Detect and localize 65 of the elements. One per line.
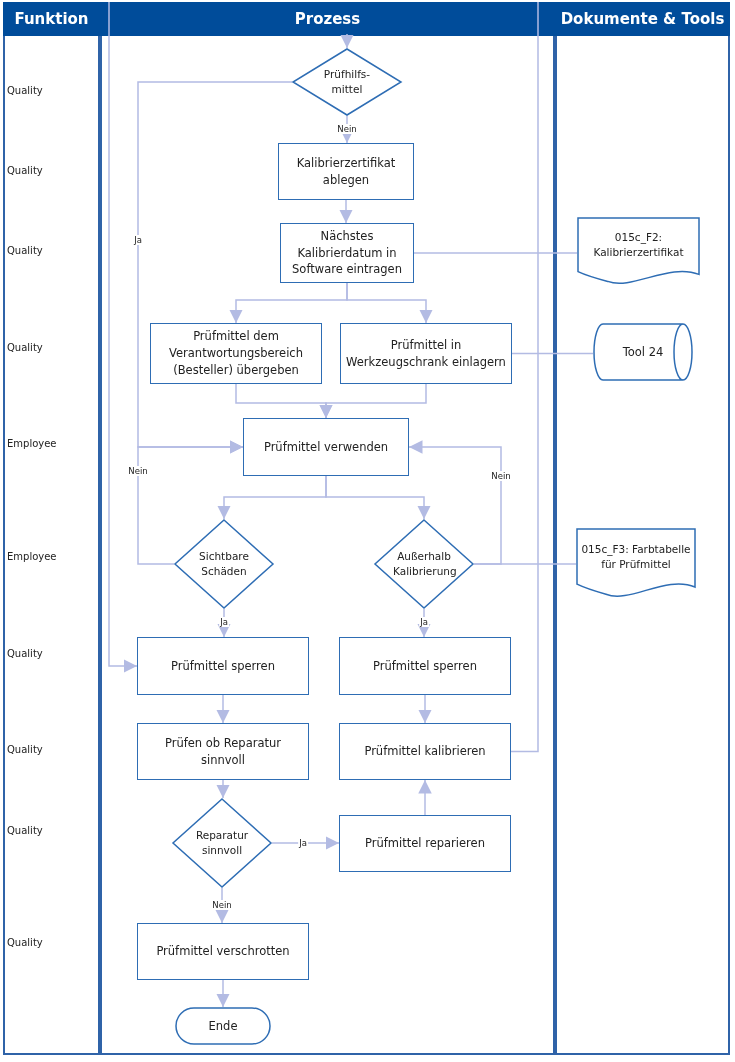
edge-label: Ja bbox=[133, 235, 143, 245]
process-box: Kalibrierzertifikat ablegen bbox=[278, 143, 414, 200]
decision-diamond: Reparatur sinnvoll bbox=[172, 798, 272, 888]
edge-label: Ja bbox=[219, 617, 229, 627]
connector-line bbox=[473, 563, 577, 565]
lane-label: Quality bbox=[7, 648, 43, 659]
arrow bbox=[408, 440, 502, 565]
document-shape: 015c_F2: Kalibrierzertifikat bbox=[577, 217, 700, 287]
edge-label: Nein bbox=[211, 900, 233, 910]
lane-label: Quality bbox=[7, 744, 43, 755]
edge-label: Nein bbox=[490, 471, 512, 481]
arrow bbox=[325, 475, 431, 520]
connector-line bbox=[413, 252, 578, 254]
lane-label: Quality bbox=[7, 342, 43, 353]
process-box: Prüfmittel reparieren bbox=[339, 815, 511, 872]
column-header: Funktion bbox=[3, 2, 100, 36]
arrow bbox=[346, 282, 433, 324]
process-box: Prüfmittel verwenden bbox=[243, 418, 409, 476]
edge-label: Nein bbox=[336, 124, 358, 134]
decision-diamond: Prüfhilfs-mittel bbox=[292, 48, 402, 116]
lane-label: Quality bbox=[7, 245, 43, 256]
decision-diamond: Sichtbare Schäden bbox=[174, 519, 274, 609]
edge-label: Nein bbox=[127, 466, 149, 476]
process-box: Prüfmittel verschrotten bbox=[137, 923, 309, 980]
process-box: Prüfen ob Reparatur sinnvoll bbox=[137, 723, 309, 780]
arrow bbox=[339, 199, 353, 224]
arrow bbox=[217, 608, 231, 638]
arrow bbox=[417, 608, 431, 638]
process-box: Prüfmittel dem Verantwortungsbereich (Besteller) übergeben bbox=[150, 323, 322, 384]
arrow bbox=[216, 979, 230, 1008]
terminator-shape: Ende bbox=[175, 1007, 271, 1045]
swimlane-column bbox=[555, 2, 730, 1055]
arrow bbox=[216, 779, 230, 799]
lane-label: Employee bbox=[7, 551, 57, 562]
swimlane-column bbox=[3, 2, 100, 1055]
arrow bbox=[108, 1, 138, 673]
column-header: Prozess bbox=[100, 2, 555, 36]
column-header: Dokumente & Tools bbox=[555, 2, 730, 36]
connector-line bbox=[510, 1, 539, 753]
lane-label: Quality bbox=[7, 165, 43, 176]
process-box: Prüfmittel sperren bbox=[137, 637, 309, 695]
lane-label: Quality bbox=[7, 937, 43, 948]
connector-line bbox=[511, 352, 594, 355]
arrow bbox=[340, 115, 354, 144]
arrow bbox=[340, 33, 354, 49]
lane-label: Quality bbox=[7, 85, 43, 96]
edge-label: Ja bbox=[298, 838, 308, 848]
arrow bbox=[418, 694, 432, 724]
lane-label: Employee bbox=[7, 438, 57, 449]
arrow bbox=[137, 440, 244, 565]
arrow bbox=[319, 383, 427, 419]
arrow bbox=[418, 779, 432, 816]
arrow bbox=[271, 836, 340, 850]
process-box: Prüfmittel in Werkzeugschrank einlagern bbox=[340, 323, 512, 384]
edge-label: Ja bbox=[419, 617, 429, 627]
arrow bbox=[216, 694, 230, 724]
process-box: Nächstes Kalibrierdatum in Software eintragen bbox=[280, 223, 414, 283]
lane-label: Quality bbox=[7, 825, 43, 836]
process-box: Prüfmittel sperren bbox=[339, 637, 511, 695]
swimlane-column bbox=[100, 2, 555, 1055]
process-box: Prüfmittel kalibrieren bbox=[339, 723, 511, 780]
document-shape: 015c_F3: Farbtabelle für Prüfmittel bbox=[576, 528, 696, 600]
decision-diamond: Außerhalb Kalibrierung bbox=[374, 519, 474, 609]
storage-cylinder: Tool 24 bbox=[593, 323, 693, 381]
arrow bbox=[215, 887, 229, 924]
